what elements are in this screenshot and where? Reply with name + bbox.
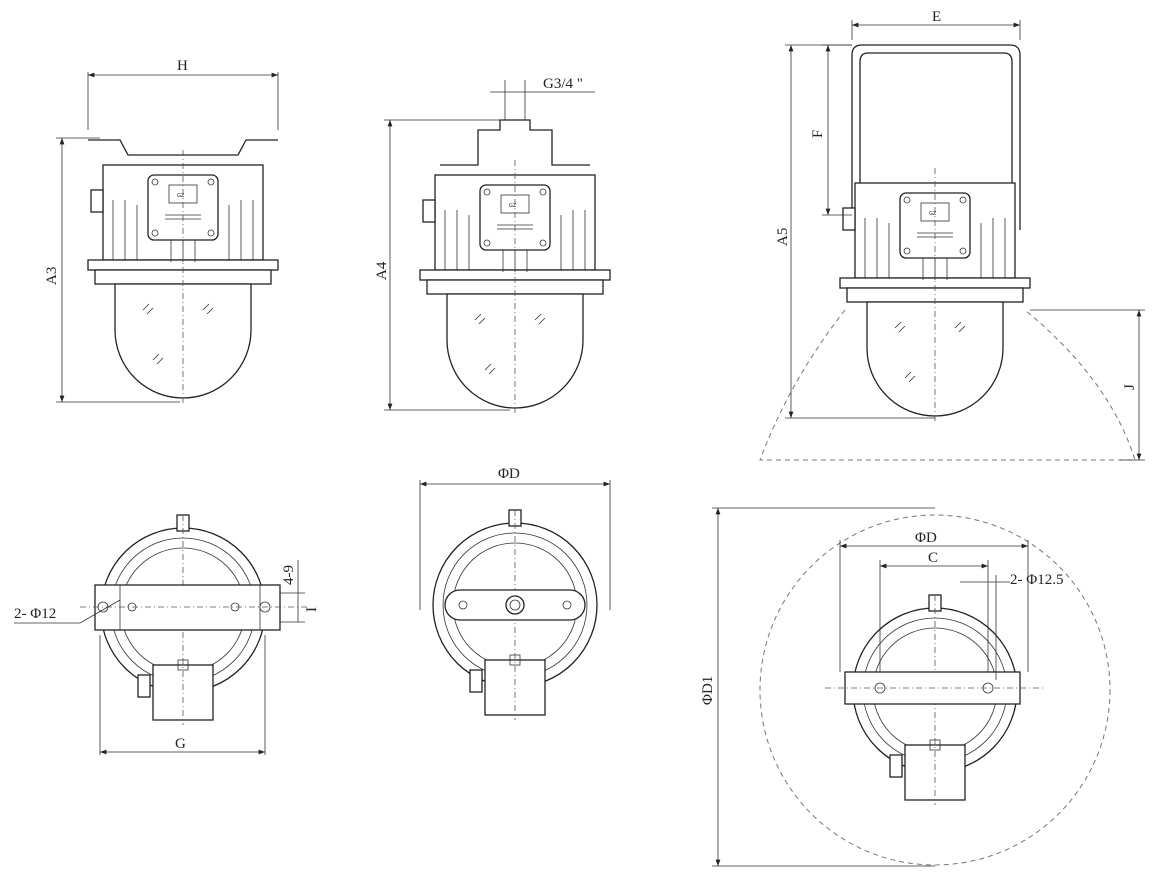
dim-A4: A4 — [374, 261, 390, 280]
dim-H: H — [177, 58, 188, 74]
lamp-side-view-3: E F A5 J — [759, 9, 1145, 461]
dim-G3-4: G3/4 " — [543, 76, 583, 92]
lamp-top-view-2: ΦD — [419, 466, 611, 721]
dim-G: G — [175, 736, 186, 752]
dim-phiD-mid: ΦD — [498, 466, 520, 482]
dim-A3: A3 — [44, 267, 60, 285]
dim-2-phi12-5: 2- Φ12.5 — [1010, 572, 1063, 588]
dim-J: J — [1122, 384, 1138, 390]
lamp-side-view-1: H A3 — [44, 58, 279, 406]
dim-F: F — [810, 130, 826, 138]
dim-A5: A5 — [775, 228, 791, 246]
dim-E: E — [932, 9, 941, 25]
dim-C: C — [928, 550, 938, 566]
dim-2-phi12: 2- Φ12 — [14, 606, 56, 622]
lamp-top-view-1: 4-9 I 2- Φ12 G — [14, 514, 320, 755]
dim-I: I — [304, 607, 320, 612]
lamp-side-view-2: G3/4 " A4 — [374, 76, 611, 416]
dim-phiD-right: ΦD — [915, 530, 937, 546]
dim-phiD1: ΦD1 — [700, 676, 716, 705]
dim-4-9: 4-9 — [281, 565, 297, 585]
lamp-top-view-3: ΦD C 2- Φ12.5 ΦD1 — [700, 507, 1111, 867]
